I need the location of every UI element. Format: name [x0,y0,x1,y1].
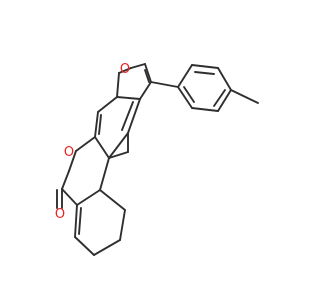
furan-ring [116,63,152,100]
cyclohexene-ring [74,189,126,256]
tolyl-group [150,64,259,112]
lactone-ring [56,136,110,209]
molecule-structure: O O O [55,62,259,256]
furan-oxygen-label: O [120,62,130,77]
carbonyl-oxygen-label: O [55,207,65,222]
benzene-ring-central [94,96,141,159]
ring-oxygen-label: O [64,145,74,160]
